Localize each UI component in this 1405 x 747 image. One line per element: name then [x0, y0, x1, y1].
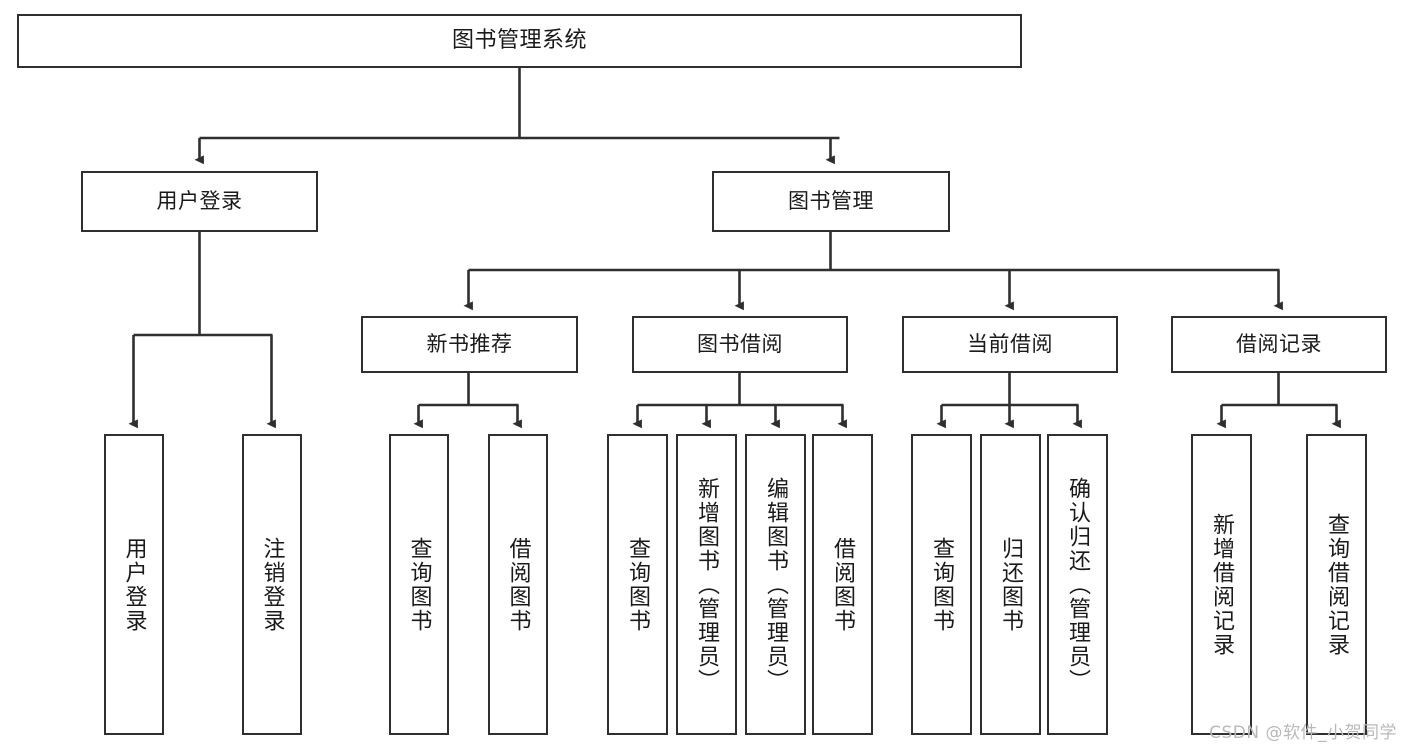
leaf-confirm-return-admin[interactable]: 确认归还（管理员） — [1047, 434, 1108, 735]
leaf-query-book-current[interactable]: 查询图书 — [911, 434, 972, 735]
node-label: 图书管理系统 — [451, 27, 587, 53]
leaf-add-book-admin[interactable]: 新增图书（管理员） — [676, 434, 737, 735]
node-user-login[interactable]: 用户登录 — [81, 171, 318, 232]
leaf-return-book[interactable]: 归还图书 — [980, 434, 1041, 735]
node-label: 借阅图书 — [830, 536, 856, 633]
node-current-borrow[interactable]: 当前借阅 — [902, 316, 1118, 373]
node-label: 借阅图书 — [505, 536, 531, 633]
node-new-book-recommend[interactable]: 新书推荐 — [361, 316, 578, 373]
node-label: 确认归还（管理员） — [1065, 476, 1091, 693]
node-label: 注销登录 — [259, 536, 285, 633]
leaf-add-borrow-record[interactable]: 新增借阅记录 — [1191, 434, 1252, 735]
node-label: 查询借阅记录 — [1324, 512, 1350, 657]
node-label: 查询图书 — [625, 536, 651, 633]
leaf-logout-login[interactable]: 注销登录 — [242, 434, 302, 735]
leaf-edit-book-admin[interactable]: 编辑图书（管理员） — [745, 434, 806, 735]
node-label: 新增借阅记录 — [1209, 512, 1235, 657]
leaf-borrow-book-rec[interactable]: 借阅图书 — [488, 434, 548, 735]
node-borrow-record[interactable]: 借阅记录 — [1171, 316, 1387, 373]
node-label: 当前借阅 — [967, 331, 1053, 356]
leaf-query-book-rec[interactable]: 查询图书 — [389, 434, 449, 735]
leaf-query-borrow-record[interactable]: 查询借阅记录 — [1306, 434, 1367, 735]
node-book-borrow[interactable]: 图书借阅 — [632, 316, 848, 373]
leaf-borrow-book[interactable]: 借阅图书 — [812, 434, 873, 735]
node-root-system[interactable]: 图书管理系统 — [17, 14, 1022, 68]
node-label: 图书管理 — [788, 188, 874, 213]
node-label: 归还图书 — [998, 536, 1024, 633]
node-label: 查询图书 — [929, 536, 955, 633]
node-label: 新增图书（管理员） — [694, 476, 720, 693]
node-label: 图书借阅 — [697, 331, 783, 356]
leaf-user-login[interactable]: 用户登录 — [104, 434, 164, 735]
node-book-management[interactable]: 图书管理 — [712, 171, 950, 232]
node-label: 查询图书 — [406, 536, 432, 633]
node-label: 新书推荐 — [426, 331, 513, 356]
node-label: 用户登录 — [121, 536, 147, 633]
node-label: 编辑图书（管理员） — [763, 476, 789, 693]
watermark-text: CSDN @软件_小贺同学 — [1209, 723, 1397, 743]
node-label: 用户登录 — [156, 188, 243, 213]
leaf-query-book-borrow[interactable]: 查询图书 — [607, 434, 668, 735]
node-label: 借阅记录 — [1236, 331, 1322, 356]
